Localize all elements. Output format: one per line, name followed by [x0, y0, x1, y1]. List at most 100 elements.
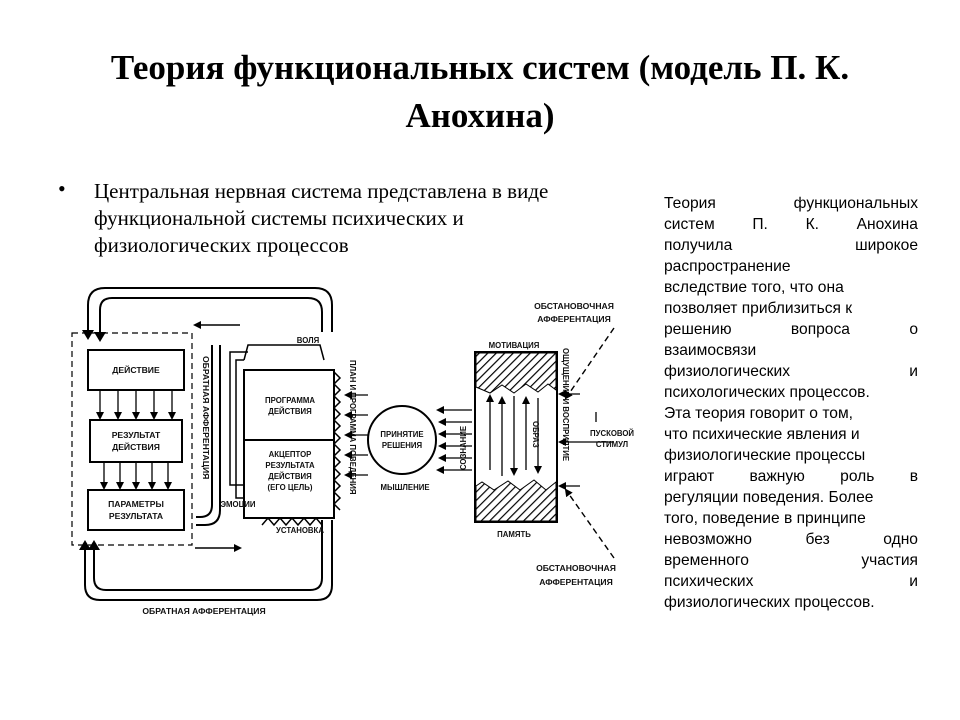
acceptor-label-line4: (ЕГО ЦЕЛЬ): [268, 483, 313, 492]
afferent-synthesis-block: [474, 351, 558, 523]
acceptor-label-line3: ДЕЙСТВИЯ: [268, 472, 312, 481]
bullet-line: физиологических процессов: [94, 233, 349, 257]
side-text-word: вопроса: [790, 321, 850, 338]
result-label-line2: ДЕЙСТВИЯ: [112, 441, 160, 452]
side-text-line: что психические явления и: [664, 424, 918, 445]
side-text-word: широкое: [855, 237, 918, 254]
side-text-word: и: [909, 573, 918, 590]
params-label-line2: РЕЗУЛЬТАТА: [109, 511, 163, 521]
side-text-line: распространение: [664, 256, 918, 277]
situational-bottom-arrow: [564, 488, 615, 559]
situational-bottom-line2: АФФЕРЕНТАЦИЯ: [539, 577, 613, 587]
side-text-line: Теория функциональных: [664, 193, 918, 214]
decision-circle: ПРИНЯТИЕ РЕШЕНИЯ: [367, 405, 437, 475]
situational-top-line1: ОБСТАНОВОЧНАЯ: [534, 301, 614, 311]
trigger-label-line1: ПУСКОВОЙ: [590, 429, 634, 438]
slide-title: Теория функциональных систем (модель П. …: [40, 44, 920, 140]
side-text-word: получила: [664, 237, 733, 254]
bullet-icon: •: [58, 176, 66, 201]
side-text-word: вследствие того, что она: [664, 279, 844, 296]
side-text-word: решению: [664, 321, 732, 338]
result-label-line1: РЕЗУЛЬТАТ: [112, 430, 161, 440]
side-text-line: Эта теория говорит о том,: [664, 403, 918, 424]
decision-label-line1: ПРИНЯТИЕ: [380, 430, 423, 439]
params-block: ПАРАМЕТРЫ РЕЗУЛЬТАТА: [87, 489, 185, 531]
consciousness-label: СОЗНАНИЕ: [459, 426, 468, 470]
side-text-word: участия: [861, 552, 918, 569]
result-block: РЕЗУЛЬТАТ ДЕЙСТВИЯ: [89, 419, 183, 463]
result-to-params-arrows: [100, 463, 172, 490]
situational-top-arrow: [564, 327, 615, 400]
side-text-word: и: [909, 363, 918, 380]
side-text-word: систем: [664, 216, 715, 233]
bullet-line: функциональной системы психических и: [94, 206, 464, 230]
side-text-line: психологических процессов.: [664, 382, 918, 403]
side-text-line: взаимосвязи: [664, 340, 918, 361]
side-text-word: временного: [664, 552, 749, 569]
trigger-label-line2: СТИМУЛ: [596, 440, 628, 449]
side-text-word: позволяет приблизиться к: [664, 300, 853, 317]
side-text-word: регуляции поведения. Более: [664, 489, 874, 506]
side-text-line: физиологические процессы: [664, 445, 918, 466]
side-text-word: что психические явления и: [664, 426, 860, 443]
decision-label-line2: РЕШЕНИЯ: [382, 441, 423, 450]
feedback-bottom-label: ОБРАТНАЯ АФФЕРЕНТАЦИЯ: [142, 606, 265, 616]
program-acceptor-block: ПРОГРАММА ДЕЙСТВИЯ АКЦЕПТОР РЕЗУЛЬТАТА Д…: [243, 369, 335, 519]
side-text-word: Теория: [664, 195, 716, 212]
feedback-vertical-label: ОБРАТНАЯ АФФЕРЕНТАЦИЯ: [201, 356, 211, 479]
emotion-loops: [229, 351, 248, 499]
perception-label: ОЩУЩЕНИЕ И ВОСПРИЯТИЕ: [561, 348, 570, 461]
side-text-word: Эта теория говорит о том,: [664, 405, 854, 422]
plan-label: ПЛАН И ПРОГРАММА ПОВЕДЕНИЯ: [348, 360, 357, 495]
side-text-line: того, поведение в принципе: [664, 508, 918, 529]
setting-label: УСТАНОВКА: [276, 526, 324, 535]
memory-label: ПАМЯТЬ: [497, 530, 531, 539]
side-text-word: распространение: [664, 258, 791, 275]
side-text-line: получила широкое: [664, 235, 918, 256]
plan-arrows: [344, 391, 368, 479]
action-block: ДЕЙСТВИЕ: [87, 349, 185, 391]
setting-zigzag: [261, 516, 323, 527]
side-text-word: того, поведение в принципе: [664, 510, 866, 527]
side-text-word: роль: [840, 468, 875, 485]
side-text-word: функциональных: [793, 195, 918, 212]
side-text-word: физиологических процессов.: [664, 594, 875, 611]
side-text-line: вследствие того, что она: [664, 277, 918, 298]
side-text-word: без: [805, 531, 830, 548]
side-text-word: психологических процессов.: [664, 384, 870, 401]
bullet-text: Центральная нервная система представлена…: [94, 178, 624, 259]
side-text-line: физиологических процессов.: [664, 592, 918, 613]
side-text-line: временного участия: [664, 550, 918, 571]
program-label-line1: ПРОГРАММА: [265, 396, 315, 405]
motivation-label: МОТИВАЦИЯ: [489, 341, 540, 350]
outer-feedback-loops: [84, 287, 333, 601]
emotions-label: ЭМОЦИИ: [220, 500, 255, 509]
params-label-line1: ПАРАМЕТРЫ: [108, 499, 164, 509]
side-text-word: о: [909, 321, 918, 338]
side-text-line: регуляции поведения. Более: [664, 487, 918, 508]
side-text-word: физиологические процессы: [664, 447, 866, 464]
side-text-word: в: [909, 468, 918, 485]
acceptor-label-line1: АКЦЕПТОР: [269, 450, 312, 459]
side-text-word: К.: [805, 216, 819, 233]
executive-dashed-frame: [71, 332, 193, 546]
side-text-word: невозможно: [664, 531, 752, 548]
zigzag-edge: [332, 371, 342, 511]
side-text-word: играют: [664, 468, 715, 485]
action-to-result-arrows: [96, 391, 176, 420]
image-label: ОБРАЗ: [531, 421, 540, 448]
side-text-word: психических: [664, 573, 754, 590]
action-label: ДЕЙСТВИЕ: [112, 364, 160, 375]
acceptor-label-line2: РЕЗУЛЬТАТА: [265, 461, 315, 470]
side-text-word: одно: [883, 531, 918, 548]
side-text-line: решению вопроса о: [664, 319, 918, 340]
situational-top-line2: АФФЕРЕНТАЦИЯ: [537, 314, 611, 324]
side-text-word: Анохина: [856, 216, 918, 233]
side-text-word: взаимосвязи: [664, 342, 757, 359]
slide-title-line2: Анохина): [405, 96, 555, 135]
will-label: ВОЛЯ: [297, 336, 320, 345]
